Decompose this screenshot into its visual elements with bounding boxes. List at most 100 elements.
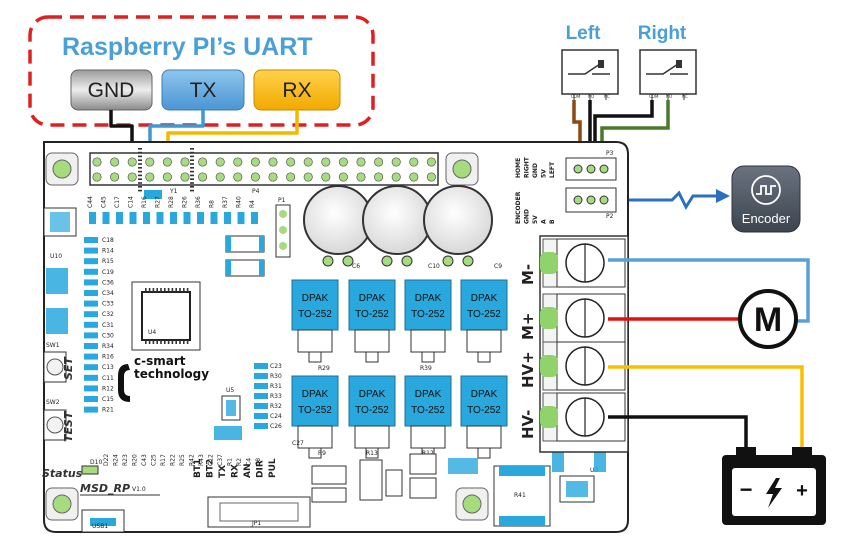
- dpak-label: DPAK: [359, 293, 386, 304]
- ref-label: R36: [195, 196, 202, 208]
- right-sw-no: NO: [666, 94, 672, 99]
- ref-label: R30: [270, 373, 282, 380]
- signal-label: DIR: [256, 460, 266, 478]
- mcu-pin: [156, 340, 158, 344]
- signal-label: AN: [243, 464, 253, 479]
- ref-label: C13: [102, 364, 114, 371]
- home-connector-ref: P3: [606, 150, 614, 157]
- mcu-pin: [145, 340, 147, 344]
- battery: − +: [722, 447, 826, 525]
- left-sw-com: COM: [571, 94, 581, 99]
- mcu-pin: [190, 151, 194, 154]
- motor-symbol: M: [754, 301, 782, 339]
- brand-line1: c-smart: [134, 354, 186, 368]
- gpio-pin: [338, 157, 348, 167]
- ref-label: C24: [270, 413, 282, 420]
- ref-label: C45: [101, 196, 108, 208]
- tx-pin-text: TX: [190, 79, 217, 102]
- mcu-pin: [175, 288, 177, 292]
- encoder-pin-label: A: [541, 219, 548, 224]
- gpio-pin: [374, 172, 384, 182]
- ref-label: R33: [270, 393, 282, 400]
- encoder-pin-label: GND: [524, 209, 531, 224]
- ref-label: R15: [102, 258, 114, 265]
- ref-label: R37: [222, 196, 229, 208]
- encoder-label: Encoder: [742, 211, 791, 226]
- ref-label: R34: [102, 343, 114, 350]
- mcu-pin: [164, 288, 166, 292]
- signal-label: RX: [231, 464, 241, 478]
- capacitors: C6 C10 C9: [303, 185, 502, 270]
- gpio-pin: [321, 157, 331, 167]
- ref-label: R4: [249, 200, 256, 208]
- ref-label: C30: [102, 332, 114, 339]
- board-version: V1.0: [132, 486, 146, 493]
- signal-label: PUL: [268, 458, 278, 478]
- board-name: MSD_RP V1.0: [80, 482, 160, 496]
- ref-label: R22: [170, 454, 177, 466]
- dpak-package: TO-252: [411, 309, 445, 320]
- terminal: HV+: [519, 341, 626, 391]
- r29-ref: R29: [318, 365, 330, 372]
- mcu-pin: [138, 163, 142, 165]
- terminal-label: M+: [519, 313, 537, 341]
- set-label: SET: [62, 356, 75, 380]
- ref-label: C37: [217, 454, 224, 466]
- gpio-pin: [110, 157, 120, 167]
- ref-label: R2: [236, 458, 243, 466]
- mcu-pin: [164, 340, 166, 344]
- ref-label: C14: [128, 196, 135, 208]
- gpio-pin: [321, 172, 331, 182]
- home-pin-label: 5V: [541, 169, 548, 178]
- ref-label: C44: [87, 196, 94, 208]
- ref-label: R43: [198, 454, 205, 466]
- right-sw-nc: NC: [682, 94, 688, 99]
- dpak-package: TO-252: [298, 309, 332, 320]
- gpio-pin: [162, 172, 172, 182]
- set-button: SW1 SET: [43, 342, 75, 383]
- cap-label-c10: C10: [428, 263, 440, 270]
- ref-label: C17: [114, 196, 121, 208]
- ref-label: C8: [255, 458, 262, 466]
- mcu-pin: [167, 340, 170, 344]
- gpio-pin: [374, 157, 384, 167]
- r39-ref: R39: [420, 365, 432, 372]
- gpio-header: [89, 152, 439, 186]
- u10-ref: U10: [50, 253, 62, 260]
- ref-label: C34: [102, 290, 114, 297]
- ref-label: C19: [102, 269, 114, 276]
- terminal-label: M-: [519, 264, 537, 285]
- gpio-pin: [338, 172, 348, 182]
- c27-ref: C27: [292, 440, 304, 447]
- ref-label: C43: [141, 454, 148, 466]
- ref-label: C25: [151, 454, 158, 466]
- hv-minus-wire: [608, 415, 748, 452]
- ref-label: C26: [270, 423, 282, 430]
- jp1-connector: JP1: [207, 496, 311, 528]
- rx-pin-text: RX: [282, 79, 311, 102]
- ref-label: C11: [102, 375, 114, 382]
- r13-ref: R13: [366, 450, 378, 457]
- ref-label: R40: [236, 196, 243, 208]
- gpio-pin: [303, 172, 313, 182]
- left-switch-label: Left: [566, 23, 602, 44]
- mcu-pin: [138, 186, 142, 188]
- mcu-pin: [190, 182, 194, 184]
- terminal-label: HV-: [519, 410, 537, 439]
- mcu-pin: [138, 155, 142, 158]
- gpio-pin: [409, 172, 419, 182]
- gpio-pin: [286, 157, 296, 167]
- signal-label: BT2: [206, 459, 216, 478]
- right-switch-label: Right: [638, 23, 687, 44]
- mcu-pin: [179, 288, 181, 292]
- ref-label: R1: [227, 458, 234, 466]
- battery-plus: +: [796, 480, 808, 502]
- ref-label: R21: [102, 407, 114, 414]
